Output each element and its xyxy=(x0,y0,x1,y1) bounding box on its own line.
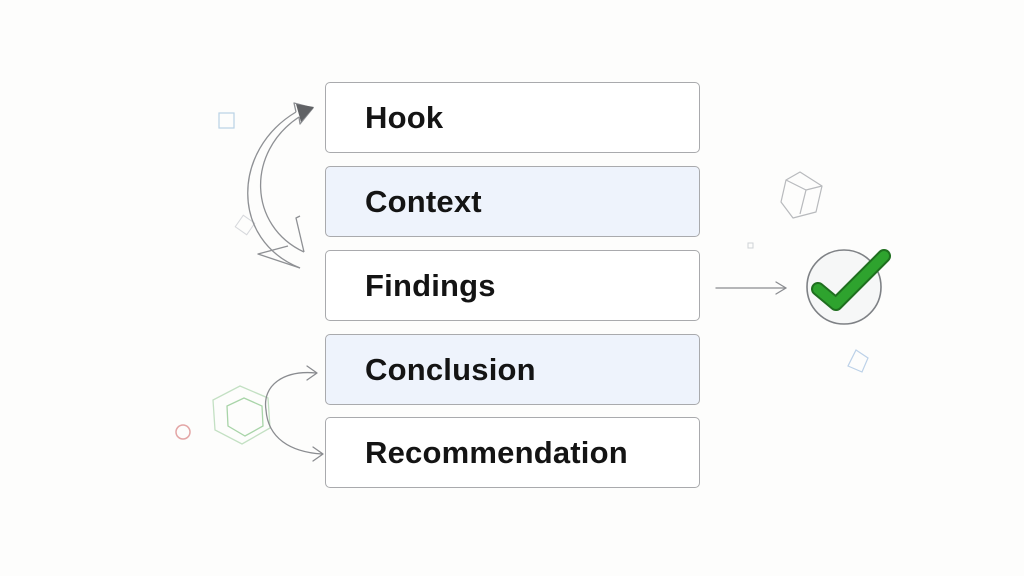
decorative-square-icon xyxy=(218,112,235,129)
step-box-context: Context xyxy=(325,166,700,237)
step-box-recommendation: Recommendation xyxy=(325,417,700,488)
decorative-circle-icon xyxy=(175,424,191,440)
decorative-dot-icon xyxy=(747,242,754,249)
step-label: Hook xyxy=(365,99,444,135)
step-box-conclusion: Conclusion xyxy=(325,334,700,405)
loop-back-arrow-icon xyxy=(247,102,314,269)
decorative-hexagon-icon xyxy=(212,385,271,445)
branch-arrows-icon xyxy=(264,365,324,462)
step-label: Recommendation xyxy=(365,434,628,470)
arrowhead-icon xyxy=(296,104,314,122)
step-box-hook: Hook xyxy=(325,82,700,153)
decorative-diamond-icon xyxy=(234,214,256,236)
decorative-cube-icon xyxy=(780,171,823,219)
step-label: Conclusion xyxy=(365,351,536,387)
step-box-findings: Findings xyxy=(325,250,700,321)
step-label: Context xyxy=(365,183,482,219)
step-label: Findings xyxy=(365,267,496,303)
decorative-diamond-small-icon xyxy=(847,349,869,373)
result-arrow-icon xyxy=(715,281,787,295)
